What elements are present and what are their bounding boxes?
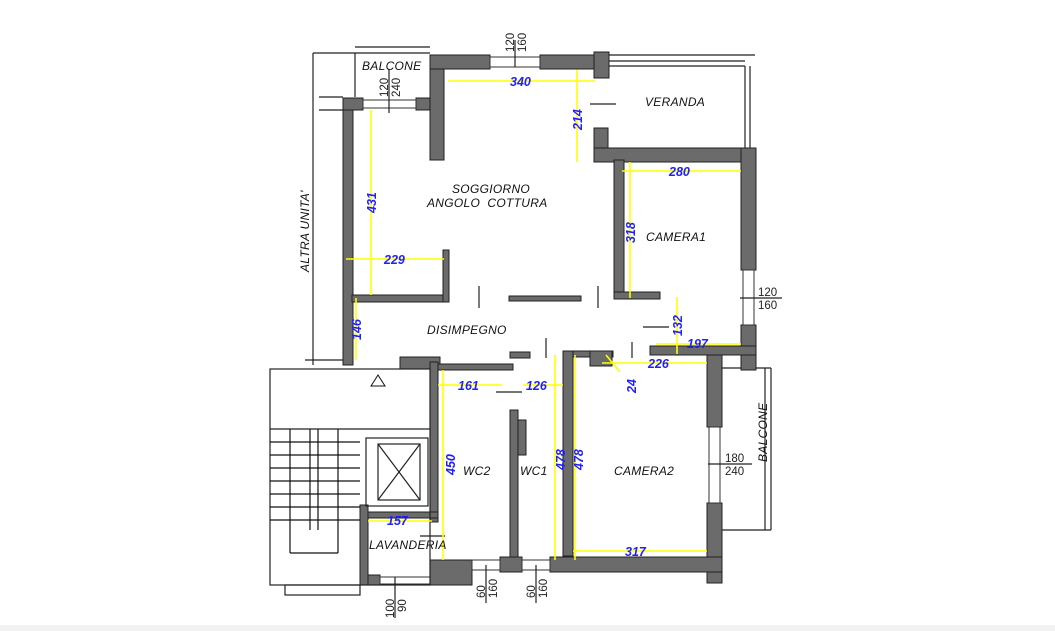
door-marks [420,286,669,537]
room-label-soggiorno: SOGGIORNO [452,182,530,196]
dim-318: 318 [624,222,638,243]
dim-431: 431 [365,192,379,214]
bottom-band [0,625,1055,631]
window-camera1-width: 120 [758,287,777,299]
dim-157: 157 [387,514,409,528]
dim-132: 132 [671,315,685,336]
window-camera2-height: 240 [725,466,744,478]
dim-126: 126 [526,379,548,393]
dim-146: 146 [350,318,364,340]
window-top-height: 160 [517,33,529,52]
dim-450: 450 [444,454,458,476]
room-label-angolo-cottura: ANGOLO COTTURA [426,196,548,210]
room-label-camera2: CAMERA2 [614,464,674,478]
triangle-marker-icon [370,374,386,387]
window-camera1-height: 160 [758,300,777,312]
context-lines [305,46,772,531]
room-label-wc2: WC2 [463,464,491,478]
window-balcone-width: 120 [379,78,391,97]
walls [342,51,757,586]
room-label-lavanderia: LAVANDERIA [369,538,447,552]
window-wc1-width: 60 [526,585,538,598]
window-wc2-width: 60 [476,585,488,598]
window-camera2-width: 180 [725,453,744,465]
window-lavanderia-width: 100 [385,599,397,618]
dim-161: 161 [458,379,479,393]
dim-197: 197 [687,337,709,351]
dim-24: 24 [625,379,639,394]
dim-317: 317 [625,545,647,559]
room-label-wc1: WC1 [520,464,548,478]
room-label-disimpegno: DISIMPEGNO [427,323,507,337]
room-label-balcone-right: BALCONE [756,402,770,462]
window-balcone-height: 240 [391,78,403,97]
dim-280: 280 [668,165,690,179]
room-label-camera1: CAMERA1 [646,230,706,244]
dimension-labels: 340 214 431 229 280 318 146 132 197 226 … [350,75,709,559]
dim-214: 214 [571,109,585,131]
room-labels: BALCONE VERANDA SOGGIORNO ANGOLO COTTURA… [298,59,770,552]
windows [362,56,755,585]
dim-478-wc1: 478 [554,449,568,471]
window-top-width: 120 [505,33,517,52]
window-lavanderia-height: 90 [397,599,409,612]
window-wc1-height: 160 [538,579,550,598]
stairwell [269,368,431,596]
room-label-altra-unita: ALTRA UNITA' [298,190,312,273]
room-label-balcone-top: BALCONE [362,59,422,73]
room-label-veranda: VERANDA [645,95,705,109]
window-wc2-height: 160 [488,579,500,598]
dim-229: 229 [383,253,405,267]
dimension-lines [346,70,741,560]
dim-226: 226 [647,357,670,371]
dim-478-camera2: 478 [572,449,586,471]
window-labels: 120 160 120 240 120 160 180 240 100 90 6… [379,33,782,618]
dim-340: 340 [510,75,531,89]
